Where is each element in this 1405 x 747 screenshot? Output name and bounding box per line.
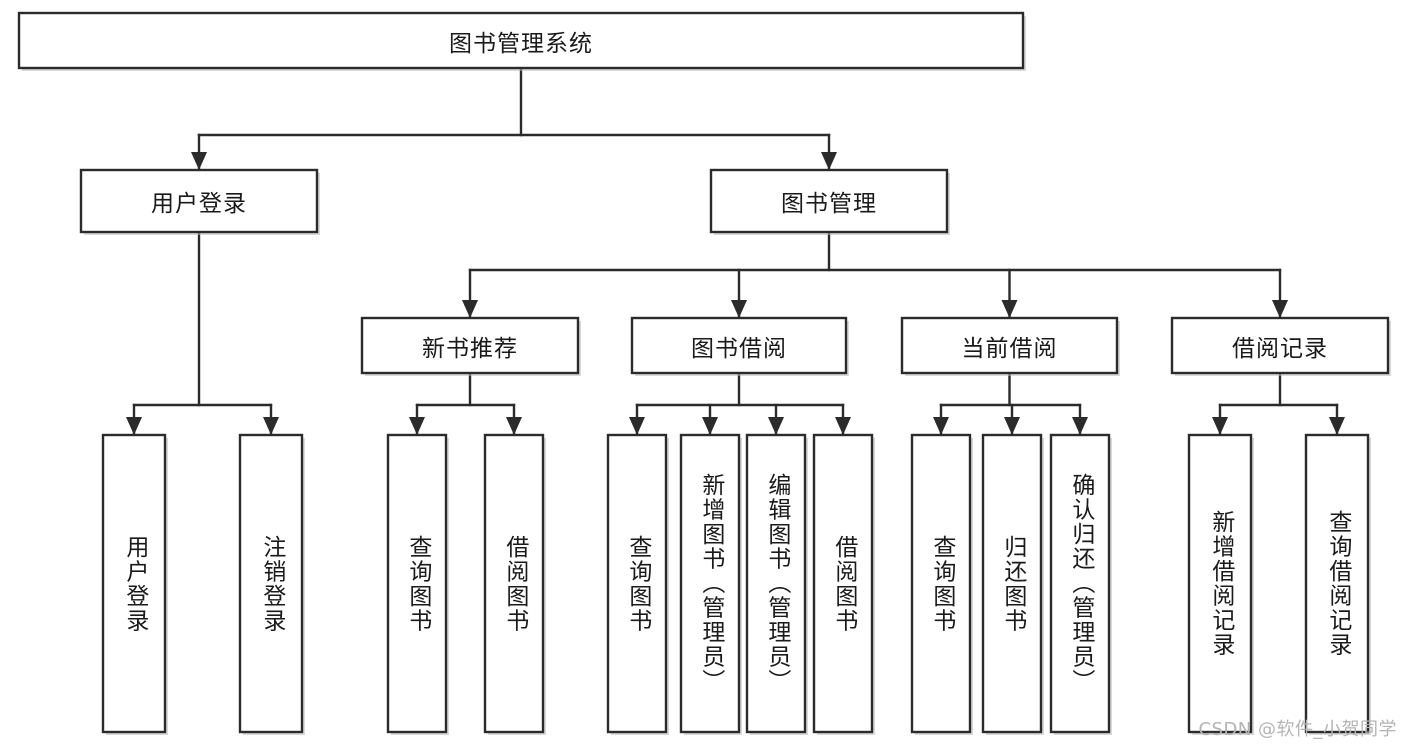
node-leaf-borrow-book-2[interactable] [812, 433, 874, 734]
arrow-head-icon [462, 300, 478, 318]
arrow-head-icon [126, 417, 142, 435]
node-root[interactable] [17, 11, 1025, 70]
node-leaf-add-book[interactable] [679, 433, 741, 734]
node-leaf-query-book-2[interactable] [606, 433, 668, 734]
arrow-head-icon [702, 417, 718, 435]
arrow-head-icon [768, 417, 784, 435]
node-leaf-confirm-return[interactable] [1049, 433, 1111, 734]
node-boxes [17, 11, 1391, 735]
arrow-head-icon [506, 417, 522, 435]
node-new-book-recommend[interactable] [360, 316, 580, 375]
arrow-head-icon [191, 152, 207, 170]
node-user-login[interactable] [79, 168, 319, 234]
arrow-head-icon [1001, 300, 1018, 318]
arrow-head-icon [409, 417, 425, 435]
node-leaf-user-login[interactable] [101, 433, 167, 734]
arrow-head-icon [1212, 417, 1228, 435]
node-leaf-add-record[interactable] [1187, 433, 1253, 734]
arrow-head-icon [629, 417, 645, 435]
watermark-text: CSDN @软件_小贺同学 [1198, 719, 1397, 740]
arrow-head-icon [821, 152, 837, 170]
node-leaf-query-book-1[interactable] [386, 433, 448, 734]
node-leaf-return-book[interactable] [981, 433, 1043, 734]
node-leaf-logout[interactable] [238, 433, 304, 734]
node-borrow-record[interactable] [1170, 316, 1390, 375]
connector-lines [126, 66, 1345, 436]
arrow-head-icon [1004, 417, 1020, 435]
node-current-borrow[interactable] [900, 316, 1119, 375]
arrow-head-icon [1329, 417, 1345, 435]
arrow-head-icon [1272, 300, 1288, 318]
node-book-management[interactable] [709, 168, 949, 234]
node-leaf-query-record[interactable] [1304, 433, 1370, 734]
arrow-head-icon [263, 417, 279, 435]
arrow-head-icon [835, 417, 851, 435]
arrow-head-icon [731, 300, 747, 318]
node-leaf-query-book-3[interactable] [910, 433, 972, 734]
node-leaf-edit-book[interactable] [745, 433, 807, 734]
arrow-head-icon [1072, 417, 1088, 435]
node-book-borrow[interactable] [630, 316, 848, 375]
node-leaf-borrow-book-1[interactable] [483, 433, 545, 734]
arrow-head-icon [933, 417, 949, 435]
